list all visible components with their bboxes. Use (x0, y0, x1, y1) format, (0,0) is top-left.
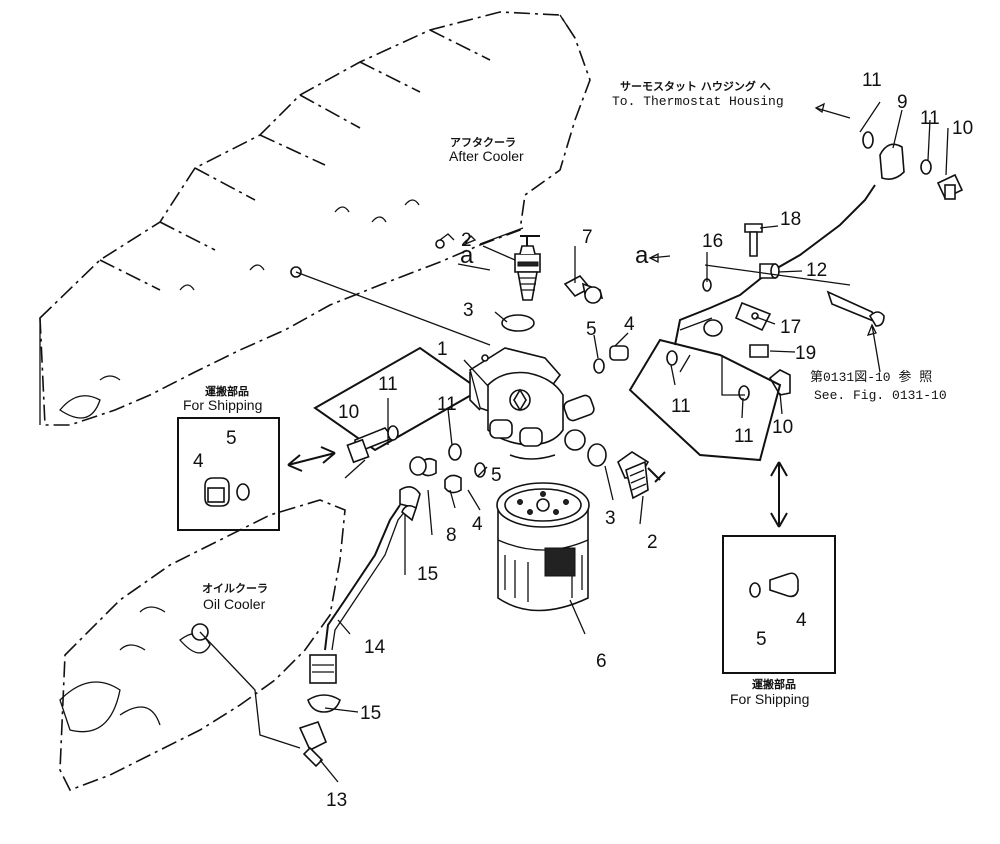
callout-6: 6 (596, 651, 607, 672)
after-cooler-outline (39, 11, 591, 426)
text-labels: サーモスタット ハウジング へ To. Thermostat Housing ア… (183, 79, 947, 707)
callout-4-upper: 4 (624, 314, 635, 335)
callout-17: 17 (780, 317, 801, 338)
callout-10-right: 10 (772, 417, 793, 438)
callout-5-upper: 5 (586, 319, 597, 340)
callout-3-top: 3 (463, 300, 474, 321)
callout-18: 18 (780, 209, 801, 230)
see-fig-label-en: See. Fig. 0131-10 (814, 388, 947, 403)
thermostat-label-en: To. Thermostat Housing (612, 94, 784, 109)
double-arrow-left (287, 446, 336, 472)
callout-4-left-box: 4 (193, 451, 204, 472)
plug-4-upper (609, 345, 629, 361)
after-cooler-label-jp: アフタクーラ (450, 136, 516, 149)
callout-10-top: 10 (952, 118, 973, 139)
callout-11-c: 11 (378, 374, 398, 395)
see-fig-label-jp: 第0131図-10 参 照 (810, 369, 932, 385)
callout-11-a: 11 (862, 70, 882, 91)
callout-10-left: 10 (338, 402, 359, 423)
ref-a-left: a (460, 242, 474, 269)
callout-3-lower: 3 (605, 508, 616, 529)
callout-14: 14 (364, 637, 386, 658)
washer-5-upper (593, 358, 605, 374)
oil-cooler-label-en: Oil Cooler (203, 596, 266, 612)
callout-1: 1 (437, 339, 448, 360)
shipping-box-left (177, 417, 280, 531)
callout-11-d: 11 (437, 394, 457, 415)
callout-2-top: 2 (461, 230, 472, 251)
ref-a-right: a (635, 242, 649, 269)
shipping-right-label-en: For Shipping (730, 691, 809, 707)
washer-11-head (666, 350, 678, 366)
callout-4-right-box: 4 (796, 610, 807, 631)
callout-4-lower: 4 (472, 514, 483, 535)
shipping-right-label-jp: 運搬部品 (752, 677, 796, 691)
oil-filter-cartridge (496, 482, 590, 612)
callout-13: 13 (326, 790, 347, 811)
valve-top (514, 235, 541, 301)
shipping-left-label-en: For Shipping (183, 397, 262, 413)
filter-head (469, 347, 595, 460)
callout-5-left-box: 5 (226, 428, 237, 449)
thermostat-label-jp: サーモスタット ハウジング へ (620, 79, 771, 93)
valve-lower (617, 451, 666, 500)
removed-right-frame (628, 338, 782, 462)
after-cooler-label-en: After Cooler (449, 148, 524, 164)
oil-cooler-label-jp: オイルクーラ (202, 582, 268, 595)
pipe-assembly (674, 131, 964, 401)
o-ring-3-lower (587, 443, 607, 467)
pipe-14 (298, 456, 427, 768)
bolt-7 (563, 274, 604, 304)
callout-numbers: 1 2 2 3 3 4 4 4 4 5 5 5 5 6 7 8 9 10 10 … (193, 70, 973, 811)
leader-lines (319, 101, 949, 783)
callout-15-a: 15 (417, 564, 438, 585)
shipping-left-label-jp: 運搬部品 (205, 384, 249, 398)
callout-5-right-box: 5 (756, 629, 767, 650)
callout-8: 8 (446, 525, 457, 546)
double-arrow-right (770, 461, 788, 528)
o-ring-3-upper (501, 314, 535, 332)
callout-12: 12 (806, 260, 827, 281)
callout-16: 16 (702, 231, 723, 252)
oil-cooler-outline (59, 499, 346, 792)
callout-19: 19 (795, 343, 816, 364)
callout-11-e: 11 (671, 396, 691, 417)
callout-7: 7 (582, 227, 593, 248)
callout-2-lower: 2 (647, 532, 658, 553)
callout-15-b: 15 (360, 703, 381, 724)
callout-11-f: 11 (734, 426, 754, 447)
callout-5-lower: 5 (491, 465, 502, 486)
callout-9: 9 (897, 92, 908, 113)
shipping-box-right (722, 535, 836, 674)
callout-11-b: 11 (920, 108, 940, 129)
